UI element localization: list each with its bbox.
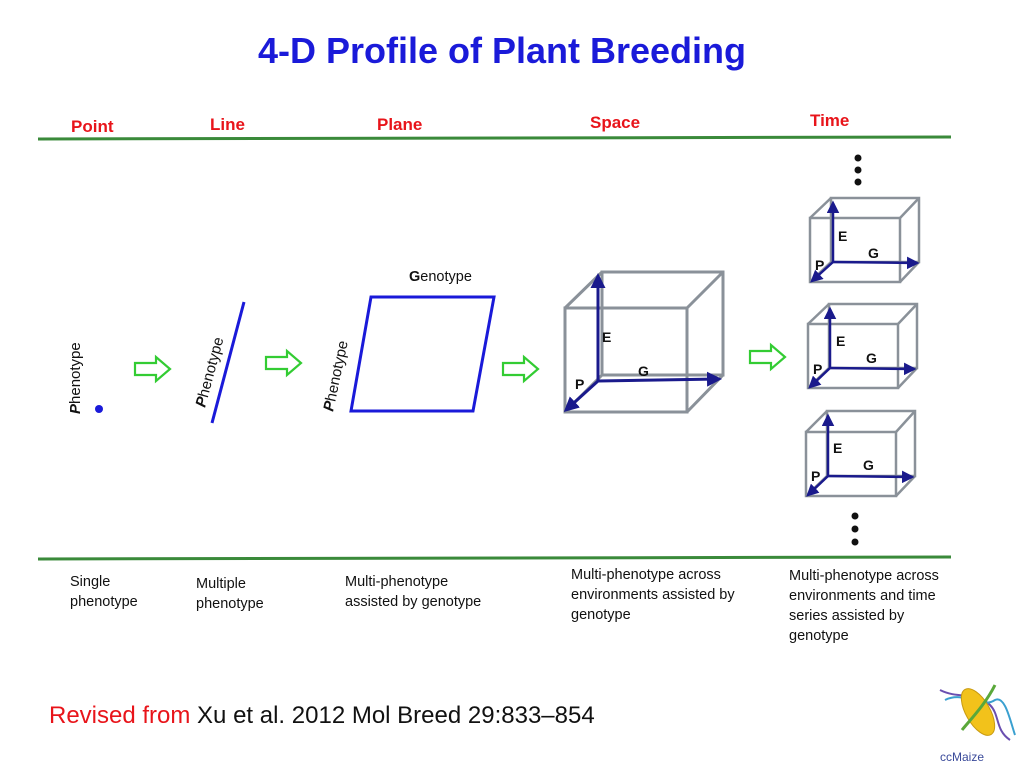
time3-p-label: P (811, 468, 820, 484)
svg-text:Phenotype: Phenotype (67, 342, 84, 414)
phenotype-label-plane: Phenotype (320, 339, 352, 413)
ccmaize-logo: ccMaize (939, 684, 1016, 764)
point-dot (95, 405, 103, 413)
time-cube-2-axes (808, 306, 917, 389)
citation: Revised from Xu et al. 2012 Mol Breed 29… (49, 702, 595, 730)
time1-e-label: E (838, 228, 847, 244)
time2-g-label: G (866, 350, 877, 366)
citation-source: Xu et al. 2012 Mol Breed 29:833–854 (197, 702, 595, 729)
bottom-rule (37, 555, 952, 561)
time2-p-label: P (813, 361, 822, 377)
flow-arrow-2 (264, 348, 303, 378)
plane-shape (349, 295, 496, 413)
flow-arrow-3 (501, 354, 540, 384)
time2-e-label: E (836, 333, 845, 349)
svg-text:Phenotype: Phenotype (192, 335, 227, 409)
time-cube-3-axes (806, 413, 915, 497)
time-cube-1-axes (810, 200, 920, 283)
space-p-label: P (575, 376, 584, 392)
heading-point: Point (71, 117, 114, 136)
desc-plane: Multi-phenotype assisted by genotype (345, 574, 482, 610)
time3-g-label: G (863, 457, 874, 473)
space-axes (563, 273, 722, 413)
desc-point: Single phenotype (70, 574, 138, 610)
page-title: 4-D Profile of Plant Breeding (257, 30, 747, 71)
desc-space: Multi-phenotype across environments assi… (571, 567, 735, 623)
logo-text: ccMaize (940, 750, 984, 764)
flow-arrow-4 (748, 342, 787, 372)
heading-line: Line (210, 115, 245, 134)
top-rule (37, 135, 952, 141)
ellipsis-top (854, 154, 862, 186)
desc-line: Multiple phenotype (196, 576, 264, 612)
desc-time: Multi-phenotype across environments and … (789, 568, 939, 644)
time1-p-label: P (815, 257, 824, 273)
heading-plane: Plane (377, 115, 423, 134)
space-g-label: G (638, 363, 649, 379)
space-e-label: E (602, 329, 611, 345)
time3-e-label: E (833, 440, 842, 456)
phenotype-label-point: Phenotype (67, 342, 84, 414)
time-cube-3 (804, 409, 917, 498)
ellipsis-bottom (851, 512, 859, 546)
phenotype-label-line: Phenotype (192, 335, 227, 409)
svg-text:Phenotype: Phenotype (320, 339, 352, 413)
citation-prefix: Revised from (49, 702, 191, 729)
time-cube-2 (806, 302, 919, 390)
flow-arrow-1 (133, 354, 172, 384)
genotype-label: Genotype (409, 269, 472, 285)
heading-space: Space (590, 113, 641, 132)
heading-time: Time (810, 111, 850, 130)
time1-g-label: G (868, 245, 879, 261)
line-shape (210, 301, 246, 424)
